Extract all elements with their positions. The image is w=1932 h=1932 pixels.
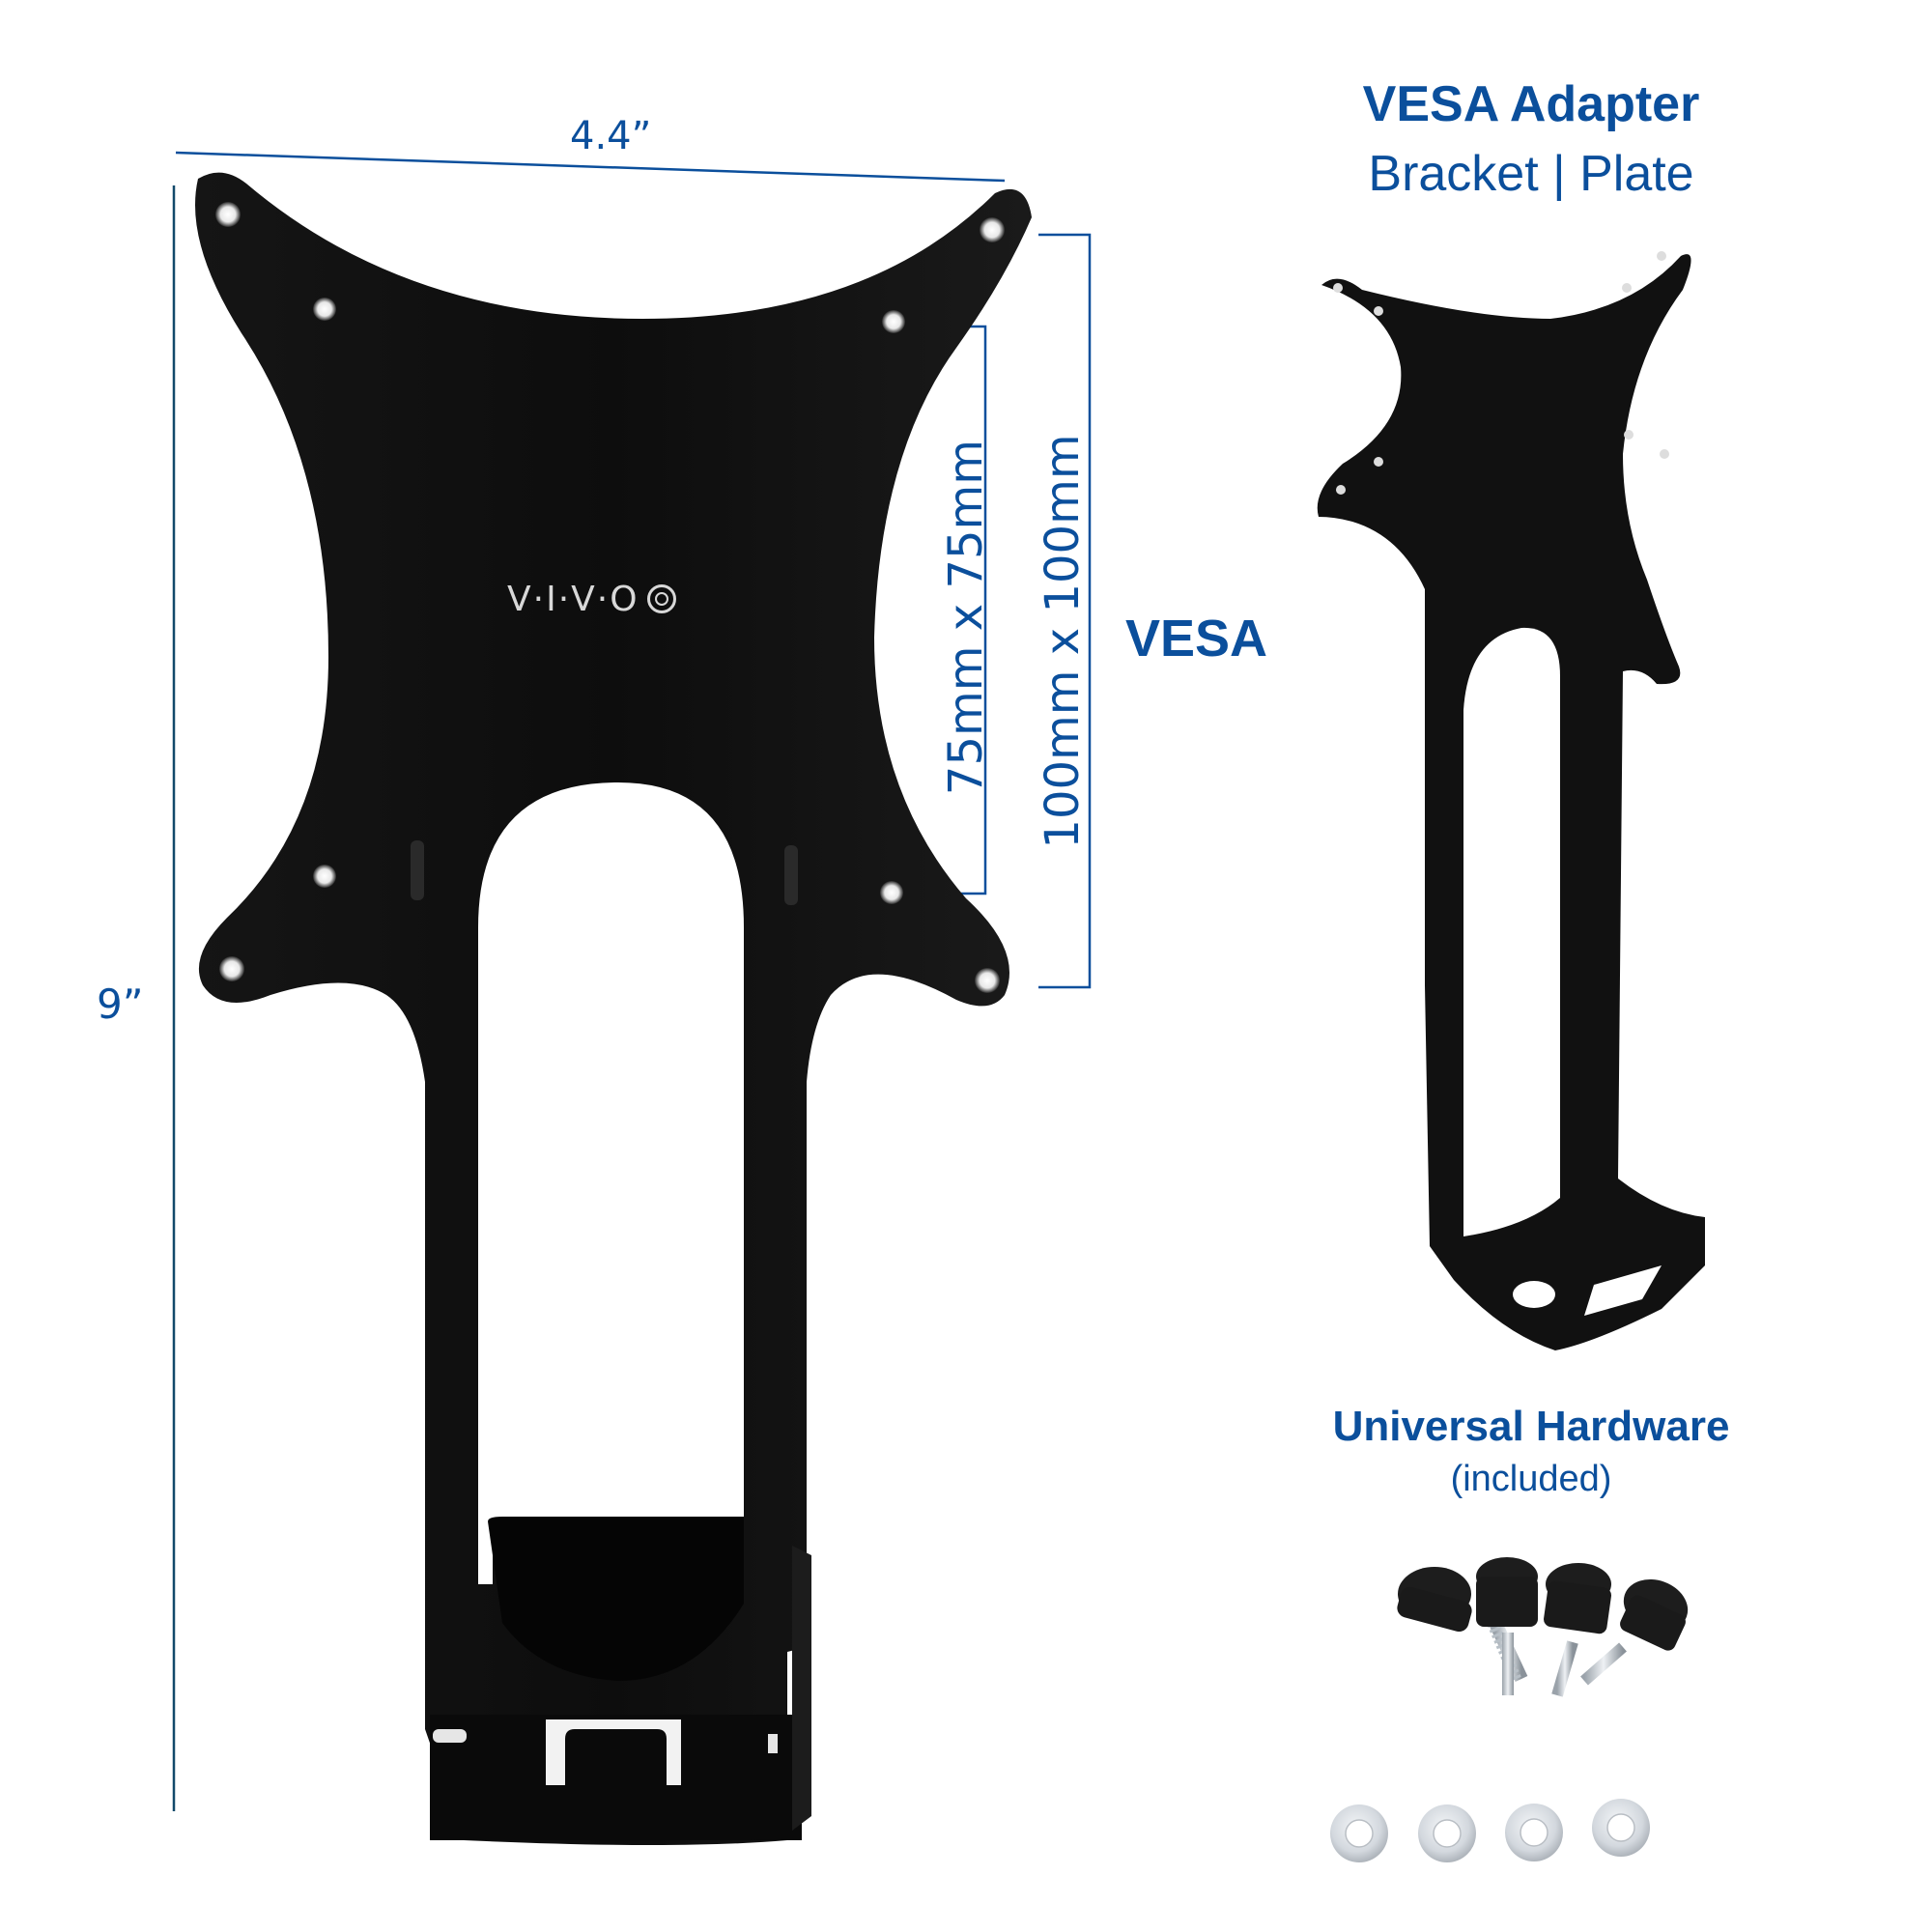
washer xyxy=(1330,1804,1388,1862)
washer xyxy=(1592,1799,1650,1857)
width-label: 4.4” xyxy=(570,114,652,158)
vesa-100-dimension-line xyxy=(1038,233,1092,989)
mount-hole xyxy=(880,881,903,904)
brand-logo: V·I·V·O xyxy=(507,575,729,623)
hardware-title: Universal Hardware xyxy=(1332,1403,1730,1450)
mount-hole xyxy=(313,865,336,888)
vesa-75-label: 75mm x 75mm xyxy=(939,439,993,796)
page-subtitle: Bracket | Plate xyxy=(1368,146,1694,202)
thumbscrew xyxy=(1544,1563,1611,1697)
page-title: VESA Adapter xyxy=(1362,76,1700,132)
mount-hole xyxy=(215,202,241,227)
mount-hole xyxy=(882,310,905,333)
washer xyxy=(1505,1804,1563,1861)
width-dimension-line xyxy=(175,151,1006,183)
angled-bracket-photo xyxy=(1317,251,1705,1350)
mount-hole xyxy=(219,956,244,981)
hardware-subtitle: (included) xyxy=(1450,1459,1612,1499)
thumbscrews xyxy=(1397,1557,1689,1697)
mount-hole xyxy=(980,217,1005,242)
brand-logo-text: V·I·V·O xyxy=(507,579,639,619)
vesa-label: VESA xyxy=(1125,610,1268,668)
vesa-100-label: 100mm x 100mm xyxy=(1036,434,1090,849)
thumbscrew xyxy=(1476,1557,1538,1695)
thumbscrew xyxy=(1580,1578,1689,1686)
height-label: 9” xyxy=(97,980,144,1028)
mount-hole xyxy=(313,298,336,321)
washer xyxy=(1418,1804,1476,1862)
brand-swirl-icon xyxy=(646,584,676,613)
washers xyxy=(1330,1799,1650,1862)
mount-hole xyxy=(975,968,1000,993)
main-vesa-bracket xyxy=(195,172,1032,1846)
